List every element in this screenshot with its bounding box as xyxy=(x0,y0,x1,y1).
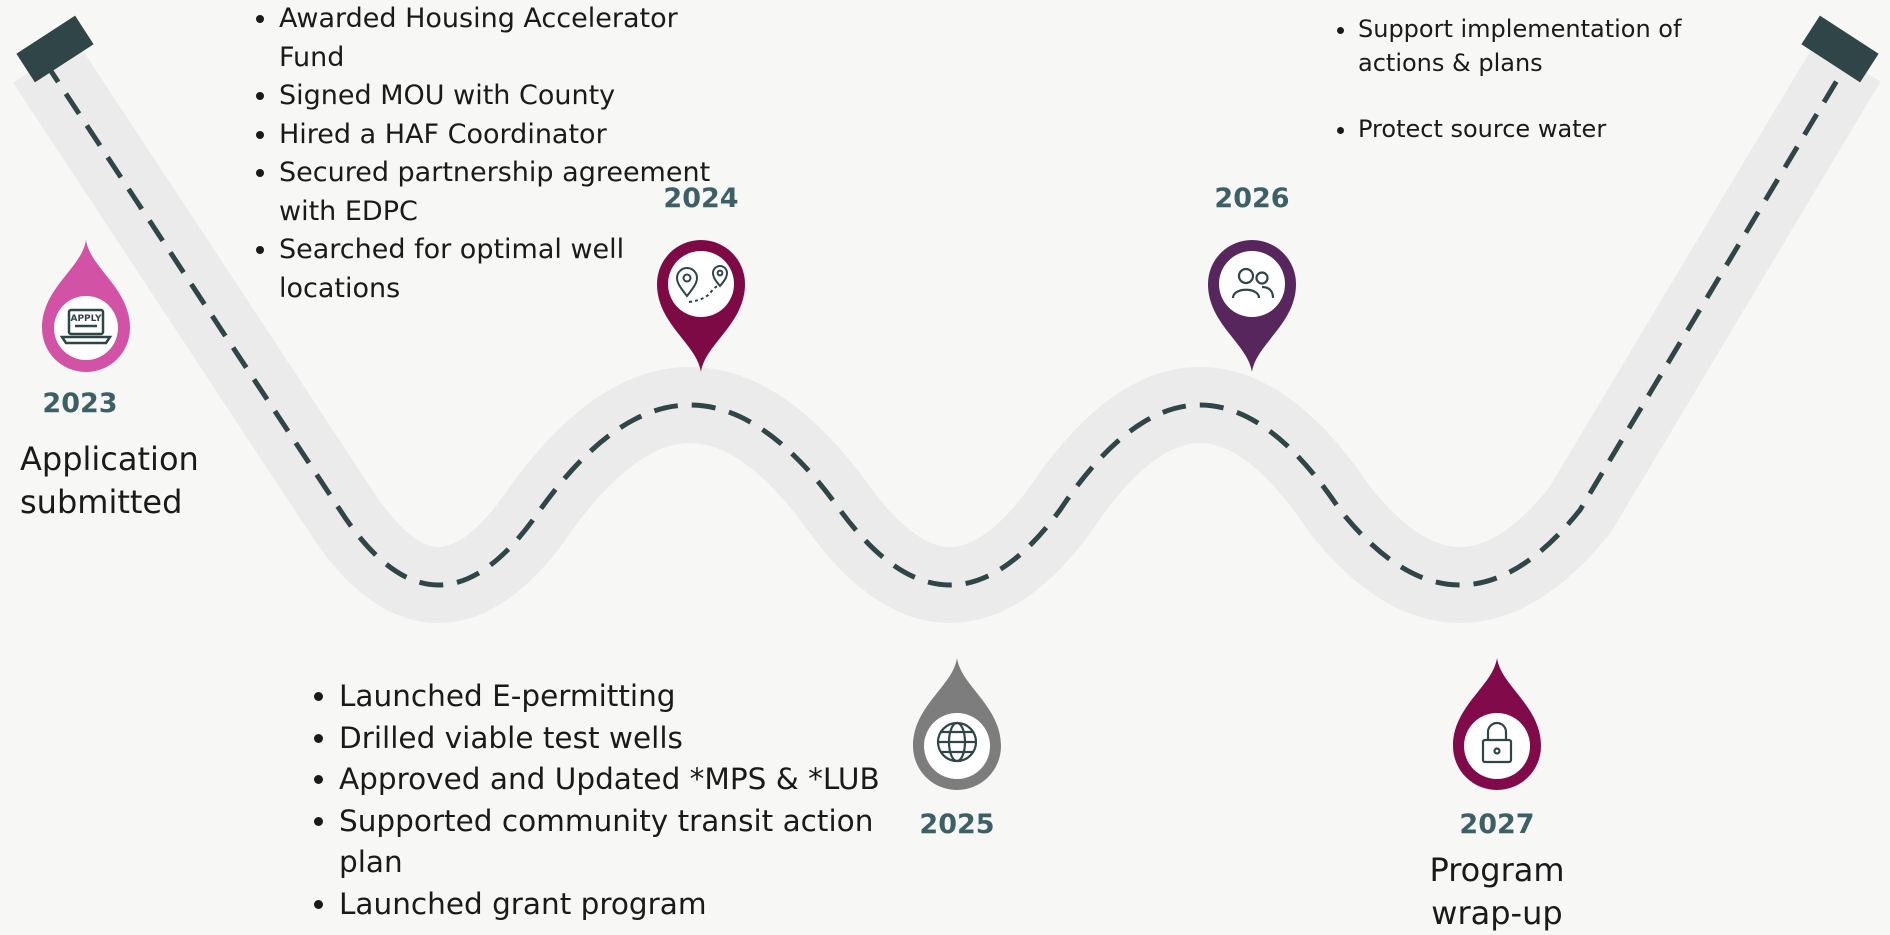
milestone-2027-label: Program wrap-up xyxy=(1429,849,1564,935)
milestone-pin-2026 xyxy=(1206,238,1298,374)
bullet-item: Hired a HAF Coordinator xyxy=(279,116,729,155)
milestone-2023-label: Application submitted xyxy=(20,438,199,524)
bullet-item: Drilled viable test wells xyxy=(339,718,939,760)
bullet-item: Support implementation of actions & plan… xyxy=(1358,12,1688,80)
milestone-pin-2027 xyxy=(1451,656,1543,792)
apply-laptop-icon xyxy=(59,308,113,345)
globe-icon xyxy=(936,721,978,763)
bullets-2024: Awarded Housing Accelerator Fund Signed … xyxy=(249,0,729,308)
milestone-pin-2024 xyxy=(655,238,747,374)
road-end-cap xyxy=(1801,15,1879,83)
bullet-item: Launched E-permitting xyxy=(339,676,939,718)
lock-icon xyxy=(1481,721,1513,764)
bullet-item: Signed MOU with County xyxy=(279,77,729,116)
milestone-pin-2023: APPLY xyxy=(40,238,132,374)
year-2027: 2027 xyxy=(1459,809,1535,840)
route-map-pins-icon xyxy=(675,265,729,303)
bullet-item: Secured partnership agreement with EDPC xyxy=(279,154,729,231)
label-line: Application xyxy=(20,440,199,478)
bullet-item: Supported community transit action plan xyxy=(339,801,939,884)
label-line: submitted xyxy=(20,483,183,521)
year-2024: 2024 xyxy=(663,183,739,214)
people-icon xyxy=(1231,267,1275,299)
year-2026: 2026 xyxy=(1214,183,1290,214)
year-2023: 2023 xyxy=(42,388,118,419)
apply-icon-text: APPLY xyxy=(70,314,101,324)
milestone-pin-2025 xyxy=(911,656,1003,792)
label-line: wrap-up xyxy=(1431,894,1563,932)
year-2025: 2025 xyxy=(919,809,995,840)
bullets-2025: Launched E-permitting Drilled viable tes… xyxy=(309,676,939,925)
bullets-2026: Support implementation of actions & plan… xyxy=(1328,12,1688,146)
bullet-item: Protect source water xyxy=(1358,112,1688,146)
bullet-item: Searched for optimal well locations xyxy=(279,231,729,308)
bullet-item: Approved and Updated *MPS & *LUB xyxy=(339,759,939,801)
label-line: Program xyxy=(1429,851,1565,889)
bullet-item: Launched grant program xyxy=(339,884,939,926)
bullet-item: Awarded Housing Accelerator Fund xyxy=(279,0,729,77)
road-start-cap xyxy=(16,15,94,83)
road-center-dash xyxy=(42,60,1851,588)
